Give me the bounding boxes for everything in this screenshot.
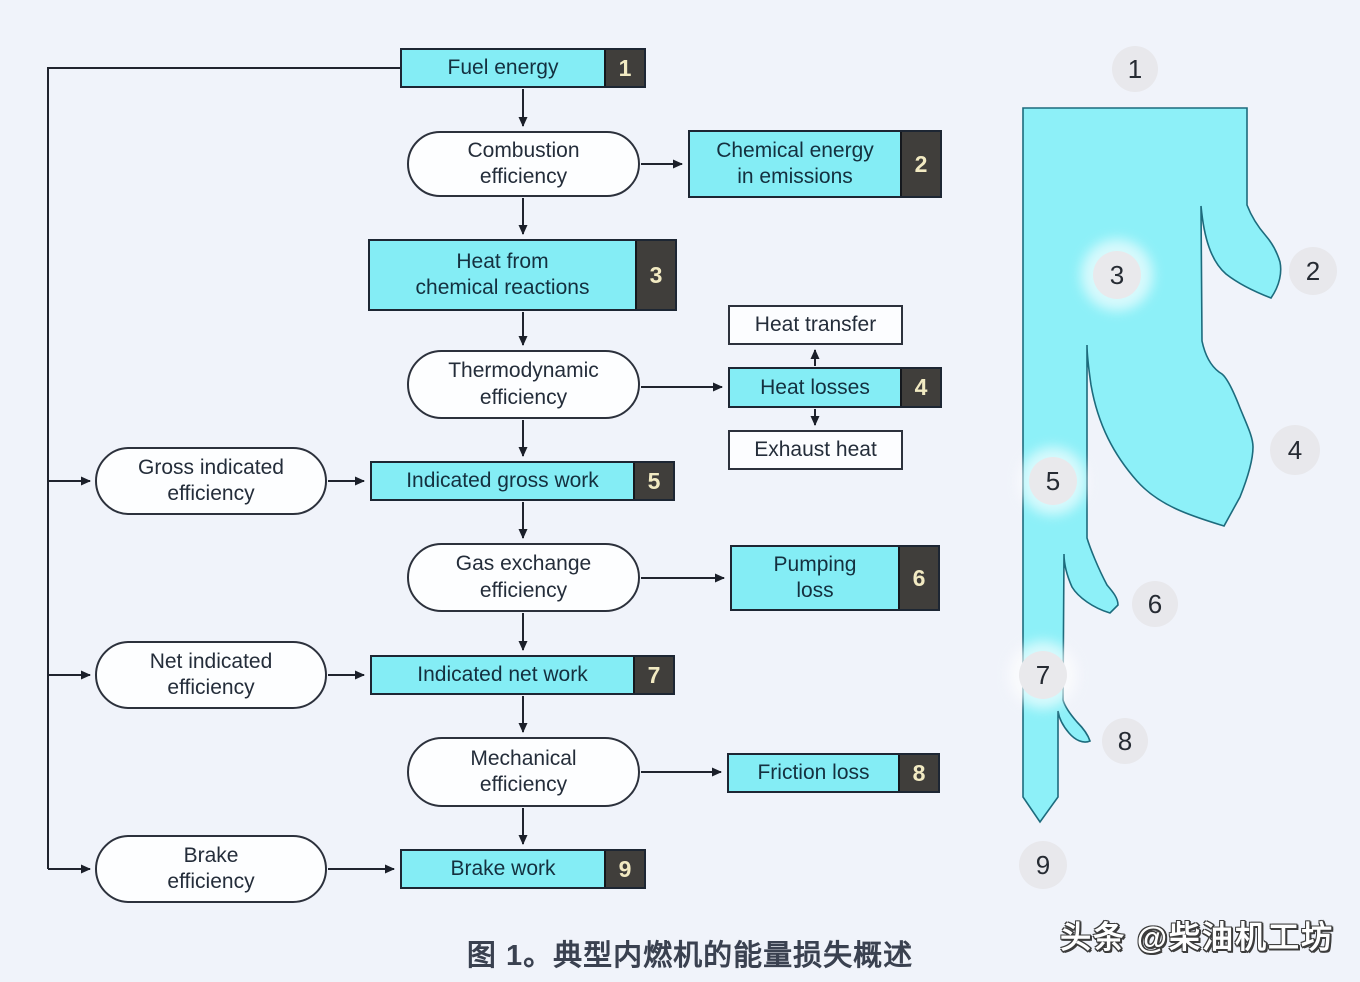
node-friction-loss-badge: 8: [898, 755, 938, 791]
node-gas-exchange-efficiency: Gas exchange efficiency: [407, 543, 640, 612]
sankey-label-1: 1: [1128, 54, 1142, 84]
node-friction-loss: Friction loss 8: [727, 753, 940, 793]
node-indicated-net-work-label: Indicated net work: [417, 663, 588, 687]
sankey-markers: 1 2 3 4 5 6 7 8 9: [1019, 46, 1337, 889]
sankey-circle-2: [1289, 247, 1337, 295]
node-indicated-gross-work: Indicated gross work 5: [370, 461, 675, 501]
node-heat-from-chemical-label: Heat from chemical reactions: [415, 250, 590, 299]
node-combustion-efficiency: Combustion efficiency: [407, 131, 640, 197]
node-brake-work: Brake work 9: [400, 849, 646, 889]
sankey-circle-3: [1093, 251, 1141, 299]
sankey-circle-4: [1270, 425, 1320, 475]
node-mechanical-efficiency: Mechanical efficiency: [407, 737, 640, 807]
sankey-label-7: 7: [1036, 660, 1050, 690]
node-pumping-loss-label: Pumping loss: [773, 553, 857, 602]
sankey-label-6: 6: [1148, 589, 1162, 619]
node-chemical-energy-badge: 2: [900, 132, 940, 196]
node-heat-losses-badge: 4: [900, 369, 940, 406]
node-friction-loss-label: Friction loss: [757, 761, 870, 785]
node-pumping-loss: Pumping loss 6: [730, 545, 940, 611]
sankey-label-3: 3: [1110, 260, 1124, 290]
node-exhaust-heat: Exhaust heat: [728, 430, 903, 470]
node-brake-work-badge: 9: [604, 851, 644, 887]
sankey-label-2: 2: [1306, 256, 1320, 286]
node-pumping-loss-badge: 6: [898, 547, 938, 609]
node-indicated-gross-work-label: Indicated gross work: [406, 469, 599, 493]
node-brake-work-label: Brake work: [450, 857, 556, 881]
node-heat-from-chemical-reactions: Heat from chemical reactions 3: [368, 239, 677, 311]
node-thermodynamic-efficiency: Thermodynamic efficiency: [407, 350, 640, 419]
sankey-label-4: 4: [1288, 435, 1302, 465]
sankey-label-9: 9: [1036, 850, 1050, 880]
feedback-rail-line: [47, 67, 400, 869]
sankey-circle-6: [1132, 581, 1178, 627]
node-brake-efficiency: Brake efficiency: [95, 835, 327, 903]
node-net-indicated-efficiency: Net indicated efficiency: [95, 641, 327, 709]
node-gross-indicated-efficiency: Gross indicated efficiency: [95, 447, 327, 515]
node-fuel-energy: Fuel energy 1: [400, 48, 646, 88]
node-indicated-gross-work-badge: 5: [633, 463, 673, 499]
node-fuel-energy-label: Fuel energy: [447, 56, 559, 80]
figure-caption: 图 1。典型内燃机的能量损失概述: [466, 940, 914, 972]
sankey-circle-9: [1019, 841, 1067, 889]
sankey-circle-8: [1102, 718, 1148, 764]
node-heat-losses: Heat losses 4: [728, 367, 942, 408]
node-heat-from-chemical-badge: 3: [635, 241, 675, 309]
sankey-label-5: 5: [1046, 466, 1060, 496]
sankey-circle-1: [1112, 46, 1158, 92]
node-fuel-energy-badge: 1: [604, 50, 644, 86]
node-heat-losses-label: Heat losses: [760, 375, 870, 399]
node-chemical-energy-label: Chemical energy in emissions: [716, 139, 874, 188]
node-indicated-net-work-badge: 7: [633, 657, 673, 693]
node-chemical-energy-in-emissions: Chemical energy in emissions 2: [688, 130, 942, 198]
sankey-circle-7: [1019, 651, 1067, 699]
watermark-text: 头条 @柴油机工坊: [1060, 920, 1334, 955]
sankey-label-8: 8: [1118, 726, 1132, 756]
sankey-circle-5: [1029, 457, 1077, 505]
node-heat-transfer: Heat transfer: [728, 305, 903, 345]
node-indicated-net-work: Indicated net work 7: [370, 655, 675, 695]
